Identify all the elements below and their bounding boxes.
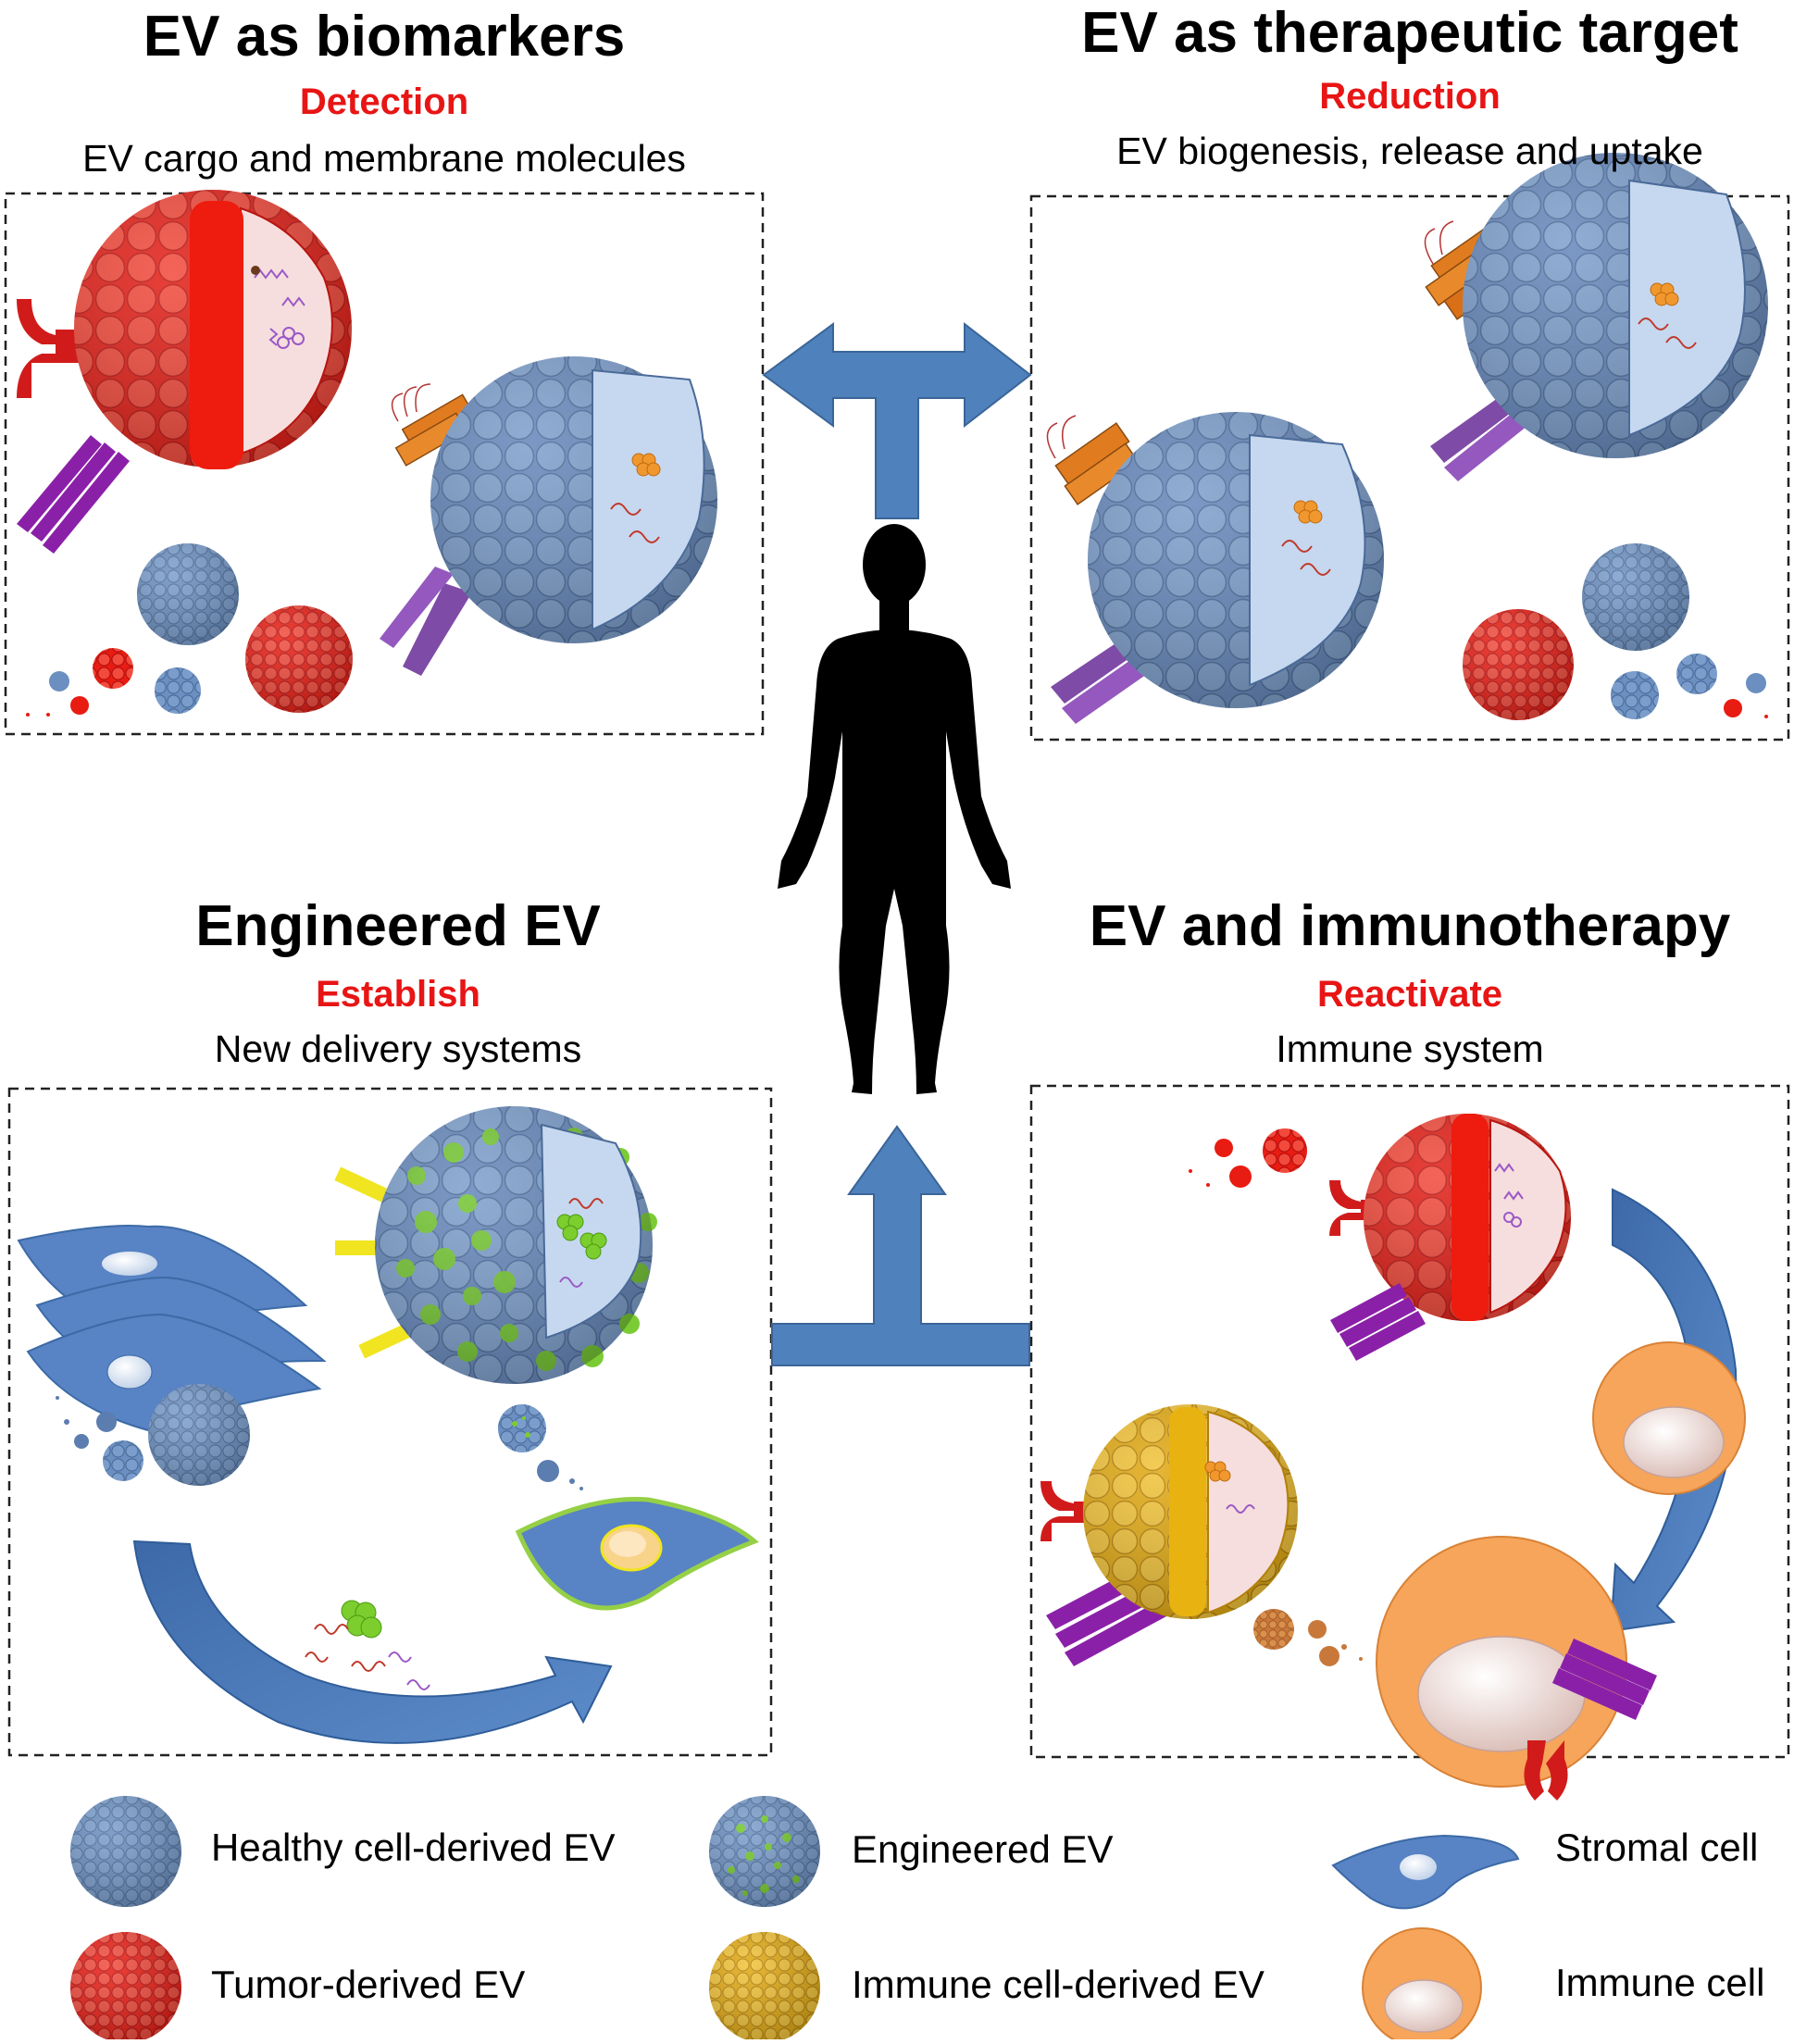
therapeutic-verb: Reduction (1319, 76, 1501, 117)
panel-immunotherapy-art (1040, 1114, 1746, 1801)
healthy-ev-icon (70, 1796, 181, 1907)
top-t-arrow (762, 321, 1032, 519)
human-silhouette-icon (778, 524, 1011, 1094)
panel-frame-therapeutic (1029, 194, 1790, 742)
tumor-ev-icon (70, 1932, 181, 2043)
immunotherapy-desc: Immune system (1276, 1028, 1544, 1070)
legend-label-immune-ev: Immune cell-derived EV (852, 1963, 1265, 2006)
immune-cell-icon (1362, 1927, 1482, 2044)
therapeutic-desc: EV biogenesis, release and uptake (1116, 130, 1703, 172)
delivery-curved-arrow (132, 1539, 613, 1744)
legend-label-stromal-cell: Stromal cell (1555, 1826, 1759, 1869)
panel-frame-immunotherapy (1029, 1084, 1790, 1759)
immune-ev-icon (709, 1932, 820, 2043)
legend-label-tumor-ev: Tumor-derived EV (211, 1963, 526, 2006)
legend-label-healthy-ev: Healthy cell-derived EV (211, 1826, 616, 1869)
legend-label-engineered-ev: Engineered EV (852, 1827, 1114, 1871)
engineered-ev-icon (709, 1796, 820, 1907)
immunotherapy-title: EV and immunotherapy (1089, 894, 1731, 958)
reactivation-curved-arrow (1609, 1188, 1738, 1633)
bottom-t-arrow (771, 1125, 1030, 1366)
biomarkers-desc: EV cargo and membrane molecules (82, 137, 686, 180)
immunotherapy-verb: Reactivate (1316, 974, 1503, 1015)
red-receptor-icon (17, 299, 88, 398)
legend-icons (70, 1796, 1520, 2044)
purple-receptor-icon (17, 435, 130, 554)
stromal-cell-icon (1331, 1834, 1520, 1910)
panel-frame-biomarkers (4, 192, 765, 736)
panel-engineered-art (17, 1106, 759, 1744)
engineered-verb: Establish (316, 974, 480, 1015)
red-ev-cut-band (190, 201, 243, 469)
healthy-ev-cut-biomarkers (380, 356, 717, 676)
engineered-desc: New delivery systems (214, 1028, 582, 1070)
panel-frame-engineered (7, 1087, 773, 1757)
legend-label-immune-cell: Immune cell (1555, 1961, 1765, 2004)
biomarkers-verb: Detection (299, 81, 469, 122)
panel-therapeutic-art (1046, 153, 1768, 724)
panel-biomarkers-art (17, 190, 717, 717)
stromal-cell-stack (17, 1225, 327, 1432)
biomarkers-title: EV as biomarkers (143, 5, 626, 69)
engineered-title: Engineered EV (195, 894, 601, 958)
therapeutic-title: EV as therapeutic target (1081, 1, 1738, 65)
